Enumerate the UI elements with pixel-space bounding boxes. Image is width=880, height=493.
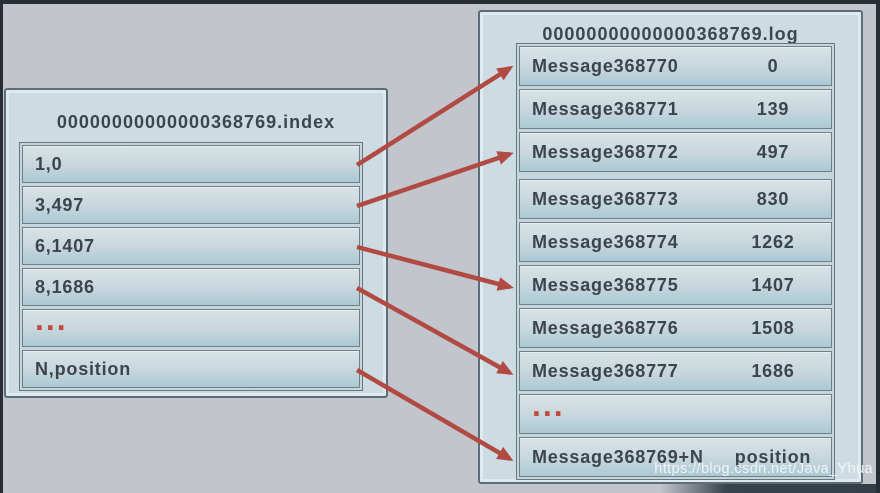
index-row-label: N,position <box>35 358 131 379</box>
log-row: Message368774 1262 <box>519 222 832 262</box>
log-row: Message368776 1508 <box>519 308 832 348</box>
log-row-position: 1262 <box>751 231 795 252</box>
log-row-message: Message368775 <box>532 274 679 295</box>
log-row-message: Message368777 <box>532 360 679 381</box>
index-row: ... <box>22 303 360 347</box>
log-row-message: Message368769+N <box>532 446 704 467</box>
log-row-position: 139 <box>756 98 790 119</box>
index-file-title: 00000000000000368769.index <box>56 112 336 132</box>
log-row-position: 1407 <box>751 274 795 295</box>
log-row: Message368769+N position <box>519 437 832 477</box>
log-row: Message368777 1686 <box>519 351 832 391</box>
log-row-message: Message368776 <box>532 317 679 338</box>
log-row: Message368775 1407 <box>519 265 832 305</box>
index-row-label: 3,497 <box>35 194 85 215</box>
index-row: 6,1407 <box>22 227 360 265</box>
log-row-message: Message368773 <box>532 188 679 209</box>
log-row: Message368771 139 <box>519 89 832 129</box>
index-row-label: 8,1686 <box>35 276 95 297</box>
log-row-message: Message368774 <box>532 231 679 252</box>
log-row-position: 830 <box>756 188 790 209</box>
log-row: Message368770 0 <box>519 46 832 86</box>
log-file-title: 00000000000000368769.log <box>542 24 799 44</box>
index-row: 8,1686 <box>22 268 360 306</box>
frame-right-edge <box>876 0 880 493</box>
log-row-position: 1686 <box>751 360 795 381</box>
frame-top-edge <box>0 0 880 4</box>
log-row-message: Message368771 <box>532 98 679 119</box>
index-file-box: 00000000000000368769.index 1,0 3,497 6,140… <box>4 88 388 398</box>
index-row: 1,0 <box>22 145 360 183</box>
index-row: 3,497 <box>22 186 360 224</box>
log-row-message: Message368770 <box>532 55 679 76</box>
watermark-text: https://blog.csdn.net/Java_Yhua <box>654 461 873 477</box>
frame-left-edge <box>0 0 3 493</box>
log-row-position: position <box>734 446 812 467</box>
log-row: Message368773 830 <box>519 179 832 219</box>
frame-bottom-strip <box>660 484 880 493</box>
log-row-message: Message368772 <box>532 141 679 162</box>
log-row-position: 0 <box>767 55 779 76</box>
index-row-label: 6,1407 <box>35 235 95 256</box>
index-rows: 1,0 3,497 6,1407 8,1686... N,position <box>19 142 363 391</box>
log-row-position: 1508 <box>751 317 795 338</box>
log-row: ... <box>519 389 832 434</box>
index-row-label: 1,0 <box>35 153 63 174</box>
log-row-position: 497 <box>756 141 790 162</box>
log-row: Message368772 497 <box>519 132 832 172</box>
index-row: N,position <box>22 350 360 388</box>
